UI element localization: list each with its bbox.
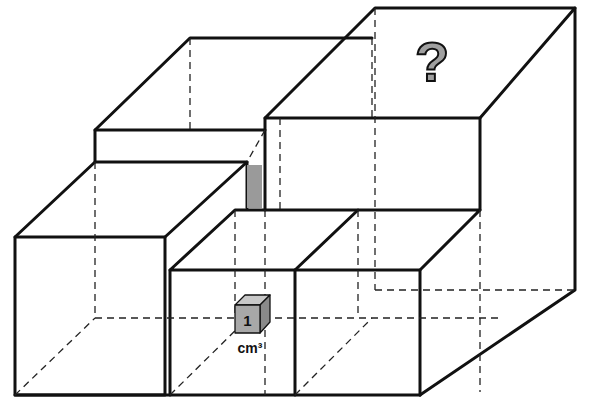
unit-label: cm³	[238, 341, 263, 355]
question-mark: ?	[415, 34, 449, 90]
unit-cube-number: 1	[243, 313, 251, 328]
